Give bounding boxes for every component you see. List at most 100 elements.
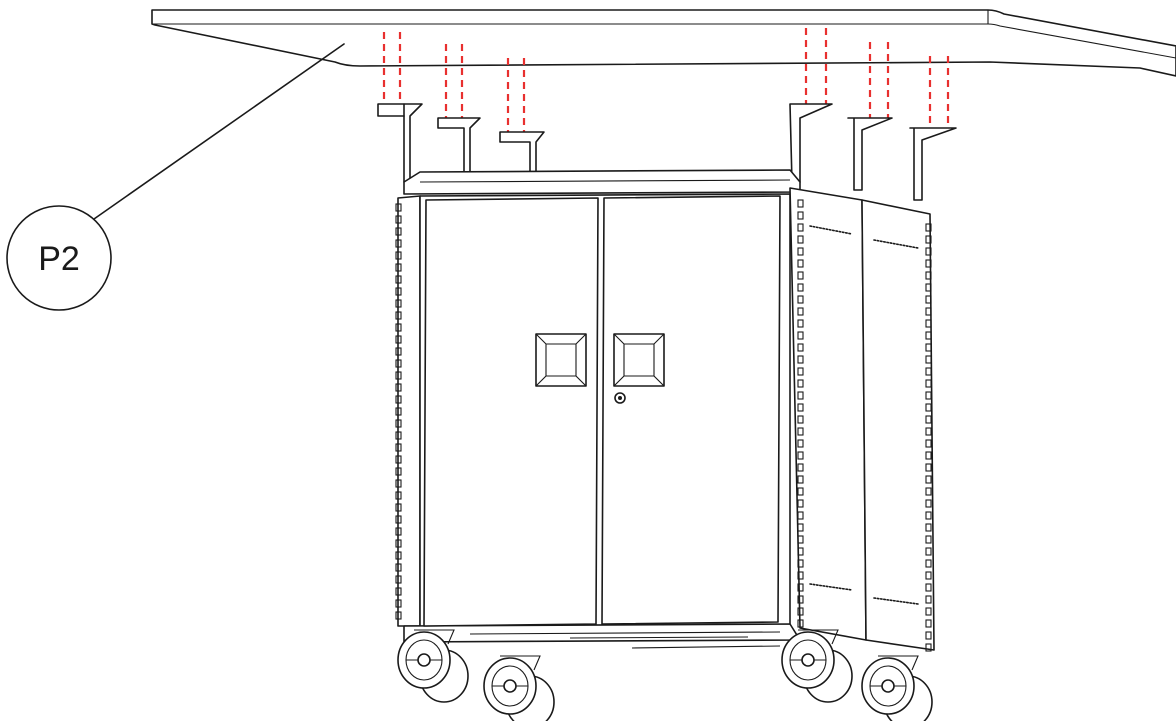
- rail-notch: [797, 535, 804, 544]
- rail-notch: [925, 439, 932, 448]
- rail-notch: [395, 227, 402, 236]
- rail-notch: [797, 235, 804, 244]
- rail-notch: [395, 335, 402, 344]
- rail-notch: [797, 331, 804, 340]
- rail-notch: [395, 239, 402, 248]
- rail-notch: [925, 391, 932, 400]
- rail-notch: [925, 283, 932, 292]
- rail-notch: [395, 407, 402, 416]
- caster-wheel: [781, 629, 853, 703]
- rail-notch: [395, 587, 402, 596]
- rail-notch: [925, 307, 932, 316]
- rail-notch: [925, 367, 932, 376]
- rail-notch: [395, 347, 402, 356]
- rail-notch: [395, 323, 402, 332]
- rail-notch: [925, 619, 932, 628]
- rail-notch: [797, 259, 804, 268]
- rail-notch: [925, 535, 932, 544]
- side-rails: [395, 199, 932, 652]
- rail-notch: [395, 611, 402, 620]
- rail-notch: [925, 487, 932, 496]
- rail-notch: [395, 215, 402, 224]
- vent-slots: [809, 225, 919, 605]
- rail-notch: [797, 571, 804, 580]
- rail-notch: [925, 271, 932, 280]
- rail-notch: [797, 379, 804, 388]
- rail-notch: [925, 643, 932, 652]
- rail-notch: [395, 443, 402, 452]
- rail-notch: [797, 619, 804, 628]
- rail-notch: [797, 283, 804, 292]
- rail-notch: [925, 235, 932, 244]
- callout-label: P2: [38, 240, 80, 278]
- left-door: [423, 197, 599, 627]
- rail-notch: [925, 403, 932, 412]
- rail-notch: [925, 547, 932, 556]
- rail-notch: [395, 467, 402, 476]
- rail-notch: [925, 451, 932, 460]
- rail-notch: [797, 475, 804, 484]
- rail-notch: [797, 463, 804, 472]
- rail-notch: [925, 523, 932, 532]
- alignment-guides: [382, 28, 950, 132]
- rail-notch: [925, 427, 932, 436]
- rail-notch: [797, 295, 804, 304]
- callout-p2: P2: [6, 43, 345, 311]
- rail-notch: [797, 307, 804, 316]
- rail-notch: [925, 607, 932, 616]
- rail-notch: [925, 499, 932, 508]
- rail-notch: [395, 371, 402, 380]
- rail-notch: [925, 415, 932, 424]
- rail-notch: [395, 311, 402, 320]
- rail-notch: [797, 583, 804, 592]
- rail-notch: [797, 559, 804, 568]
- rail-notch: [395, 359, 402, 368]
- rail-notch: [797, 211, 804, 220]
- rail-notch: [797, 547, 804, 556]
- rail-notch: [925, 511, 932, 520]
- rail-notch: [797, 319, 804, 328]
- rail-notch: [797, 523, 804, 532]
- rail-notch: [925, 595, 932, 604]
- left-door-handle: [535, 333, 587, 387]
- rail-notch: [925, 571, 932, 580]
- rail-notch: [395, 251, 402, 260]
- casters: [397, 629, 933, 721]
- rail-notch: [797, 511, 804, 520]
- rail-notch: [395, 539, 402, 548]
- rail-notch: [797, 451, 804, 460]
- rail-notch: [925, 331, 932, 340]
- rail-notch: [797, 355, 804, 364]
- rail-notch: [925, 223, 932, 232]
- rail-notch: [925, 583, 932, 592]
- rail-notch: [797, 439, 804, 448]
- rail-notch: [797, 247, 804, 256]
- rail-notch: [925, 463, 932, 472]
- cabinet-doors: [423, 195, 781, 627]
- rail-notch: [797, 271, 804, 280]
- rail-notch: [395, 491, 402, 500]
- caster-wheel: [397, 629, 469, 703]
- rail-notch: [797, 343, 804, 352]
- rail-notch: [395, 419, 402, 428]
- rail-notch: [395, 455, 402, 464]
- right-door-handle: [613, 333, 665, 387]
- rail-notch: [797, 367, 804, 376]
- rail-notch: [395, 515, 402, 524]
- rail-notch: [925, 559, 932, 568]
- rail-notch: [395, 527, 402, 536]
- rail-notch: [395, 299, 402, 308]
- rail-notch: [395, 287, 402, 296]
- rail-notch: [925, 631, 932, 640]
- tabletop-panel: [151, 9, 1176, 77]
- rail-notch: [797, 427, 804, 436]
- rail-notch: [925, 355, 932, 364]
- rail-notch: [395, 563, 402, 572]
- rail-notch: [395, 503, 402, 512]
- rail-notch: [395, 203, 402, 212]
- right-door: [601, 195, 781, 625]
- rail-notch: [395, 275, 402, 284]
- caster-wheel: [483, 655, 555, 721]
- rail-notch: [797, 607, 804, 616]
- rail-notch: [797, 199, 804, 208]
